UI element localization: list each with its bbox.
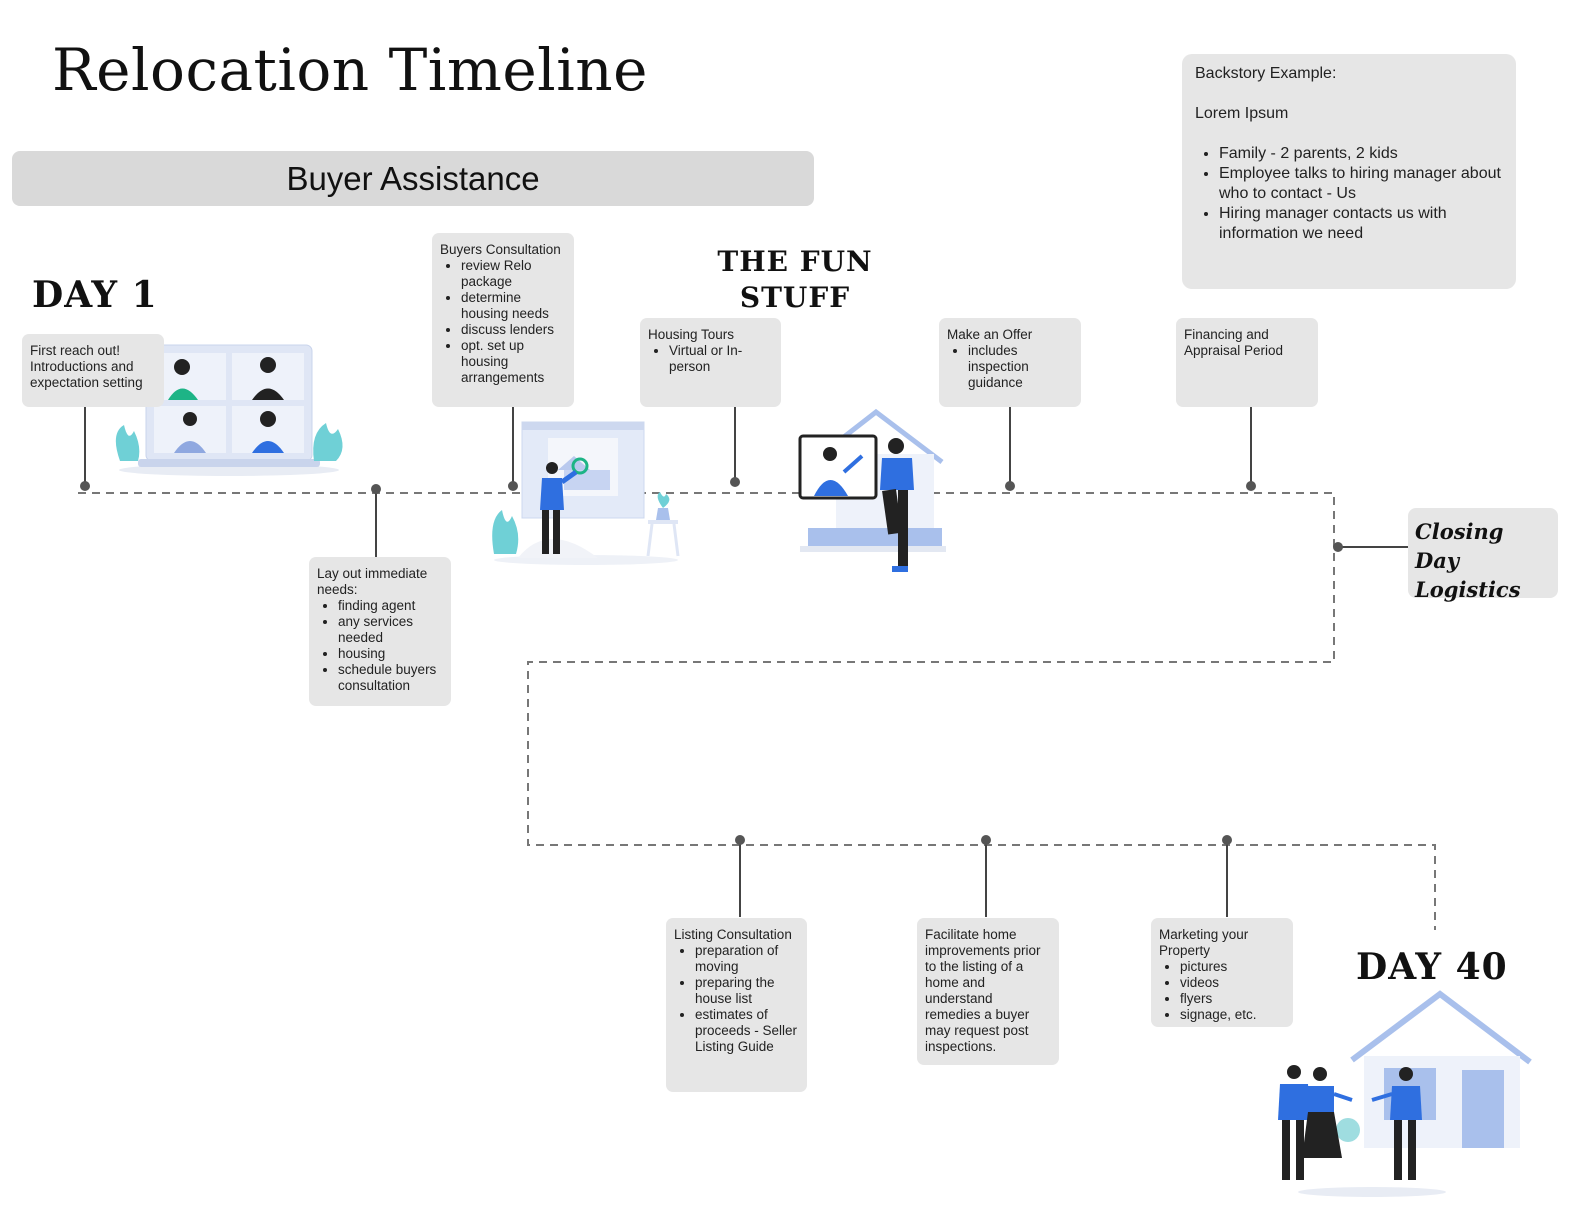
step-buyers-consultation-heading: Buyers Consultation <box>440 242 561 257</box>
timeline-path-top <box>78 492 1436 930</box>
list-item: any services needed <box>338 614 443 646</box>
step-make-offer-heading: Make an Offer <box>947 327 1033 342</box>
node-dot <box>1333 542 1343 552</box>
step-listing-consultation-heading: Listing Consultation <box>674 927 792 942</box>
closing-day-card: Closing Day Logistics <box>1408 508 1558 602</box>
step-home-improvements-card: Facilitate home improvements prior to th… <box>917 918 1059 1065</box>
house-search-illustration <box>492 421 680 565</box>
closing-day-text: Closing Day Logistics <box>1415 519 1521 602</box>
virtual-tour-illustration <box>798 408 946 572</box>
step-immediate-needs-card: Lay out immediate needs: finding agent a… <box>309 557 451 706</box>
backstory-heading: Backstory Example: <box>1195 65 1337 82</box>
day-start-label: DAY 1 <box>32 274 158 316</box>
section-banner: Buyer Assistance <box>12 151 814 206</box>
list-item: includes inspection guidance <box>968 343 1073 391</box>
step-housing-tours-heading: Housing Tours <box>648 327 735 342</box>
node-dot <box>730 477 740 487</box>
step-immediate-needs-heading: Lay out immediate needs: <box>317 566 428 597</box>
step-housing-tours-card: Housing Tours Virtual or In-person <box>640 318 781 407</box>
backstory-subheading: Lorem Ipsum <box>1195 105 1289 122</box>
step-marketing-heading: Marketing your Property <box>1159 927 1249 958</box>
node-dot <box>1246 481 1256 491</box>
list-item: pictures <box>1180 959 1285 975</box>
node-dot <box>508 481 518 491</box>
list-item: Employee talks to hiring manager about w… <box>1219 164 1503 204</box>
day-end-label: DAY 40 <box>1356 946 1508 988</box>
step-home-improvements-text: Facilitate home improvements prior to th… <box>925 927 1041 1054</box>
node-dot <box>1005 481 1015 491</box>
list-item: signage, etc. <box>1180 1007 1285 1023</box>
step-first-reach-card: First reach out! Introductions and expec… <box>22 334 164 407</box>
closing-handoff-illustration <box>1278 990 1532 1197</box>
node-dot <box>1222 835 1232 845</box>
node-dot <box>981 835 991 845</box>
node-dot <box>80 481 90 491</box>
list-item: Hiring manager contacts us with informat… <box>1219 204 1503 244</box>
node-dot <box>371 484 381 494</box>
step-first-reach-text: First reach out! Introductions and expec… <box>30 343 143 390</box>
list-item: Family - 2 parents, 2 kids <box>1219 144 1503 164</box>
backstory-card: Backstory Example: Lorem Ipsum Family - … <box>1182 54 1516 289</box>
list-item: review Relo package <box>461 258 566 290</box>
page-title: Relocation Timeline <box>52 36 648 104</box>
list-item: housing <box>338 646 443 662</box>
video-call-illustration <box>115 344 343 476</box>
step-marketing-card: Marketing your Property pictures videos … <box>1151 918 1293 1027</box>
list-item: preparation of moving <box>695 943 799 975</box>
node-dot <box>735 835 745 845</box>
step-listing-consultation-card: Listing Consultation preparation of movi… <box>666 918 807 1092</box>
list-item: opt. set up housing arrangements <box>461 338 566 386</box>
list-item: estimates of proceeds - Seller Listing G… <box>695 1007 799 1055</box>
list-item: determine housing needs <box>461 290 566 322</box>
step-make-offer-card: Make an Offer includes inspection guidan… <box>939 318 1081 407</box>
fun-stuff-line-1: THE FUN <box>717 245 873 278</box>
list-item: preparing the house list <box>695 975 799 1007</box>
fun-stuff-line-2: STUFF <box>739 281 851 314</box>
list-item: finding agent <box>338 598 443 614</box>
step-financing-text: Financing and Appraisal Period <box>1184 327 1284 358</box>
list-item: flyers <box>1180 991 1285 1007</box>
list-item: videos <box>1180 975 1285 991</box>
list-item: discuss lenders <box>461 322 566 338</box>
fun-stuff-heading: THE FUN STUFF <box>700 244 890 316</box>
step-buyers-consultation-card: Buyers Consultation review Relo package … <box>432 233 574 407</box>
list-item: schedule buyers consultation <box>338 662 443 694</box>
list-item: Virtual or In-person <box>669 343 773 375</box>
step-financing-card: Financing and Appraisal Period <box>1176 318 1318 407</box>
